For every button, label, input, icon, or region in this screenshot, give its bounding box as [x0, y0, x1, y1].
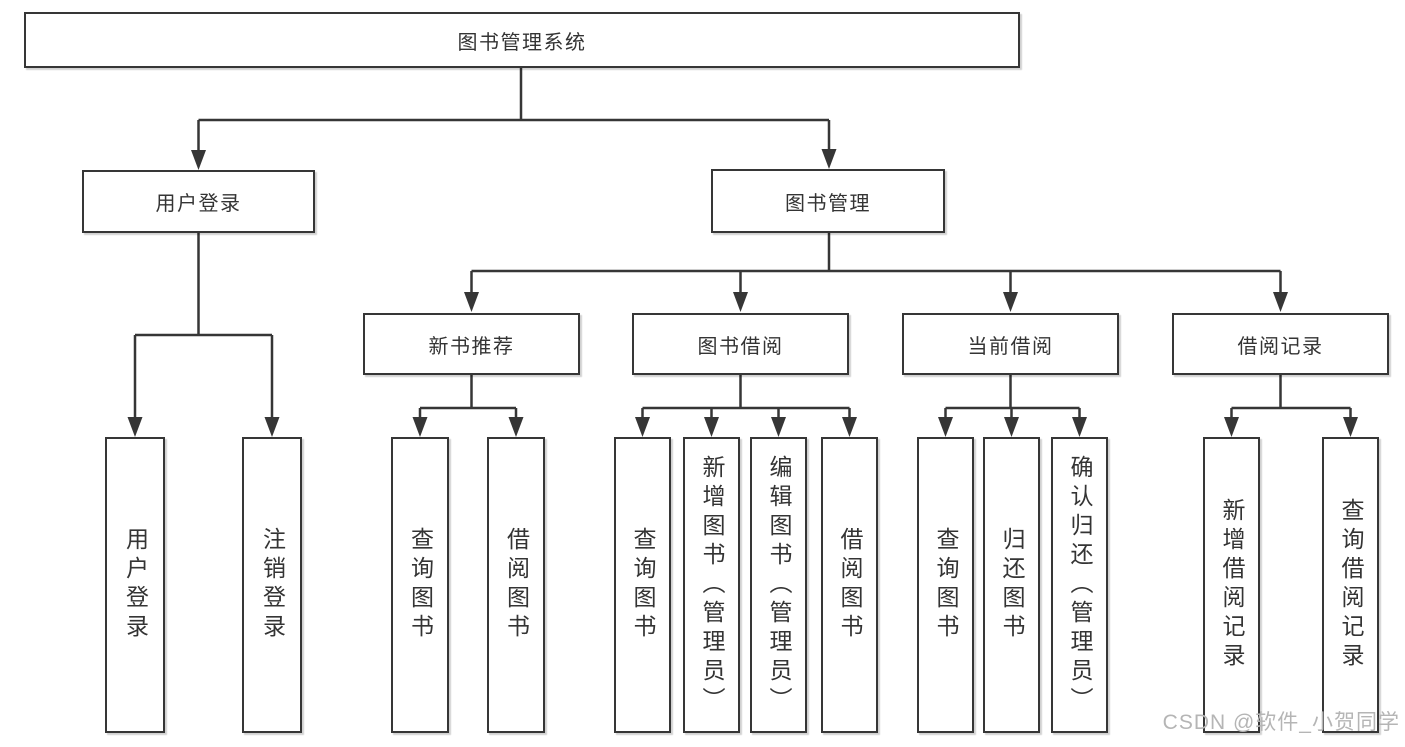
leaf-bb-add-books-admin-label: 新增图书（管理员）: [699, 454, 725, 716]
leaf-nb-query-books-label: 查询图书: [407, 527, 434, 643]
node-root-label: 图书管理系统: [457, 31, 587, 54]
leaf-user-login: 用户登录: [105, 437, 165, 733]
leaf-bb-edit-books-admin: 编辑图书（管理员）: [750, 437, 807, 733]
node-borrowing-records: 借阅记录: [1172, 313, 1389, 375]
node-current-borrowing-label: 当前借阅: [967, 335, 1054, 358]
leaf-cb-return-books-label: 归还图书: [999, 527, 1025, 643]
leaf-nb-query-books: 查询图书: [391, 437, 449, 733]
node-new-book-recommend: 新书推荐: [363, 313, 580, 375]
node-book-borrowing: 图书借阅: [632, 313, 849, 375]
leaf-cb-return-books: 归还图书: [983, 437, 1040, 733]
leaf-bb-query-books: 查询图书: [614, 437, 671, 733]
leaf-nb-borrow-books: 借阅图书: [487, 437, 545, 733]
node-new-book-recommend-label: 新书推荐: [428, 335, 515, 358]
leaf-cb-confirm-return-admin-label: 确认归还（管理员）: [1067, 454, 1093, 716]
leaf-br-query-record-label: 查询借阅记录: [1338, 498, 1364, 672]
leaf-br-query-record: 查询借阅记录: [1322, 437, 1379, 733]
leaf-bb-borrow-books-label: 借阅图书: [837, 527, 863, 643]
leaf-br-add-record: 新增借阅记录: [1203, 437, 1260, 733]
leaf-user-login-label: 用户登录: [122, 527, 149, 643]
leaf-bb-query-books-label: 查询图书: [630, 527, 656, 643]
leaf-cb-confirm-return-admin: 确认归还（管理员）: [1051, 437, 1108, 733]
leaf-nb-borrow-books-label: 借阅图书: [503, 527, 530, 643]
leaf-br-add-record-label: 新增借阅记录: [1219, 498, 1245, 672]
node-current-borrowing: 当前借阅: [902, 313, 1119, 375]
leaf-cb-query-books: 查询图书: [917, 437, 974, 733]
node-root: 图书管理系统: [24, 12, 1020, 68]
leaf-logout: 注销登录: [242, 437, 302, 733]
node-borrowing-records-label: 借阅记录: [1237, 335, 1324, 358]
leaf-bb-borrow-books: 借阅图书: [821, 437, 878, 733]
node-book-management: 图书管理: [711, 169, 945, 233]
node-book-management-label: 图书管理: [785, 192, 871, 215]
node-user-login-label: 用户登录: [155, 193, 242, 215]
leaf-logout-label: 注销登录: [259, 527, 286, 643]
leaf-cb-query-books-label: 查询图书: [933, 527, 959, 643]
node-book-borrowing-label: 图书借阅: [697, 335, 784, 358]
leaf-bb-add-books-admin: 新增图书（管理员）: [683, 437, 740, 733]
node-user-login: 用户登录: [82, 170, 315, 233]
arrowheads: [127, 149, 1358, 437]
leaf-bb-edit-books-admin-label: 编辑图书（管理员）: [766, 454, 792, 716]
